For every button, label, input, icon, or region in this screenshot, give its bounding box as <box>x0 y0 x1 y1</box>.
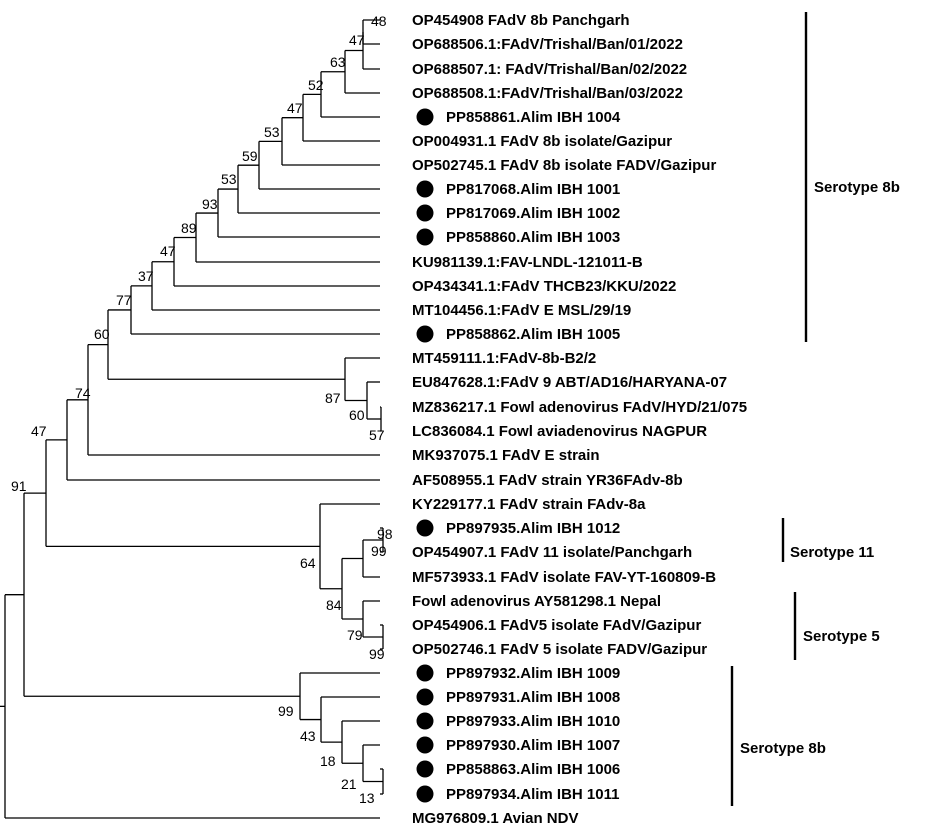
sample-markers <box>416 108 434 803</box>
bootstrap-value: 98 <box>377 526 393 542</box>
leaf-label: OP454908 FAdV 8b Panchgarh <box>412 12 630 29</box>
sample-dot-icon <box>416 688 434 706</box>
leaf-label: OP004931.1 FAdV 8b isolate/Gazipur <box>412 133 672 150</box>
leaf-label: MT459111.1:FAdV-8b-B2/2 <box>412 350 596 367</box>
bootstrap-value: 74 <box>75 385 91 401</box>
leaf-label: PP858860.Alim IBH 1003 <box>446 229 620 246</box>
leaf-label: MT104456.1:FAdV E MSL/29/19 <box>412 302 631 319</box>
leaf-label: OP688506.1:FAdV/Trishal/Ban/01/2022 <box>412 36 683 53</box>
bootstrap-value: 93 <box>202 196 218 212</box>
bootstrap-value: 21 <box>341 776 357 792</box>
clade-brackets: Serotype 8b Serotype 11 Serotype 5 Serotype… <box>730 12 900 806</box>
sample-dot-icon <box>416 712 434 730</box>
bootstrap-value: 99 <box>278 703 294 719</box>
leaf-label: OP502746.1 FAdV 5 isolate FADV/Gazipur <box>412 641 707 658</box>
leaf-label: OP454906.1 FAdV5 isolate FAdV/Gazipur <box>412 617 701 634</box>
sample-dot-icon <box>416 108 434 126</box>
bootstrap-value: 18 <box>320 753 336 769</box>
sample-dot-icon <box>416 760 434 778</box>
leaf-label: PP817069.Alim IBH 1002 <box>446 205 620 222</box>
bootstrap-value: 47 <box>349 32 365 48</box>
bootstrap-values: 4847635247535953938947377760876057744791… <box>11 13 393 806</box>
bootstrap-value: 99 <box>369 646 385 662</box>
bootstrap-value: 89 <box>181 220 197 236</box>
leaf-label: PP897933.Alim IBH 1010 <box>446 713 620 730</box>
leaf-label: OP688508.1:FAdV/Trishal/Ban/03/2022 <box>412 85 683 102</box>
leaf-label: MF573933.1 FAdV isolate FAV-YT-160809-B <box>412 569 716 586</box>
bootstrap-value: 79 <box>347 627 363 643</box>
bootstrap-value: 13 <box>359 790 375 806</box>
leaf-label: MK937075.1 FAdV E strain <box>412 447 600 464</box>
leaf-label: KU981139.1:FAV-LNDL-121011-B <box>412 254 643 271</box>
tree-branches <box>0 19 384 819</box>
leaf-label: PP897932.Alim IBH 1009 <box>446 665 620 682</box>
bootstrap-value: 37 <box>138 268 154 284</box>
leaf-label: MZ836217.1 Fowl adenovirus FAdV/HYD/21/0… <box>412 399 747 416</box>
sample-dot-icon <box>416 519 434 537</box>
sample-dot-icon <box>416 180 434 198</box>
leaf-label: PP858861.Alim IBH 1004 <box>446 109 621 126</box>
bootstrap-value: 53 <box>221 171 237 187</box>
sample-dot-icon <box>416 325 434 343</box>
leaf-label: LC836084.1 Fowl aviadenovirus NAGPUR <box>412 423 707 440</box>
bootstrap-value: 87 <box>325 390 341 406</box>
bootstrap-value: 48 <box>371 13 387 29</box>
leaf-label: OP502745.1 FAdV 8b isolate FADV/Gazipur <box>412 157 716 174</box>
bootstrap-value: 47 <box>160 243 176 259</box>
leaf-label: PP897931.Alim IBH 1008 <box>446 689 620 706</box>
sample-dot-icon <box>416 228 434 246</box>
bootstrap-value: 52 <box>308 77 324 93</box>
leaf-label: PP858863.Alim IBH 1006 <box>446 761 620 778</box>
bootstrap-value: 59 <box>242 148 258 164</box>
leaf-label: OP434341.1:FAdV THCB23/KKU/2022 <box>412 278 676 295</box>
bootstrap-value: 47 <box>287 100 303 116</box>
leaf-label: EU847628.1:FAdV 9 ABT/AD16/HARYANA-07 <box>412 374 727 391</box>
leaf-label: PP858862.Alim IBH 1005 <box>446 326 620 343</box>
bootstrap-value: 47 <box>31 423 47 439</box>
bootstrap-value: 53 <box>264 124 280 140</box>
bootstrap-value: 63 <box>330 54 346 70</box>
sample-dot-icon <box>416 785 434 803</box>
leaf-label: AF508955.1 FAdV strain YR36FAdv-8b <box>412 472 683 489</box>
bootstrap-value: 43 <box>300 728 316 744</box>
sample-dot-icon <box>416 664 434 682</box>
leaf-label: KY229177.1 FAdV strain FAdv-8a <box>412 496 646 513</box>
sample-dot-icon <box>416 736 434 754</box>
leaf-label: Fowl adenovirus AY581298.1 Nepal <box>412 593 661 610</box>
bootstrap-value: 60 <box>349 407 365 423</box>
clade-label: Serotype 11 <box>790 544 874 561</box>
leaf-label: PP817068.Alim IBH 1001 <box>446 181 620 198</box>
leaf-labels: OP454908 FAdV 8b PanchgarhOP688506.1:FAd… <box>412 12 747 827</box>
bootstrap-value: 77 <box>116 292 132 308</box>
bootstrap-value: 64 <box>300 555 316 571</box>
bootstrap-value: 57 <box>369 427 385 443</box>
bootstrap-value: 60 <box>94 326 110 342</box>
leaf-label: MG976809.1 Avian NDV <box>412 810 578 827</box>
leaf-label: PP897930.Alim IBH 1007 <box>446 737 620 754</box>
clade-label: Serotype 5 <box>803 628 880 645</box>
bootstrap-value: 84 <box>326 597 342 613</box>
bootstrap-value: 91 <box>11 478 27 494</box>
leaf-label: OP454907.1 FAdV 11 isolate/Panchgarh <box>412 544 692 561</box>
bootstrap-value: 99 <box>371 543 387 559</box>
clade-label: Serotype 8b <box>814 179 900 196</box>
leaf-label: OP688507.1: FAdV/Trishal/Ban/02/2022 <box>412 61 687 78</box>
sample-dot-icon <box>416 204 434 222</box>
leaf-label: PP897934.Alim IBH 1011 <box>446 786 619 803</box>
leaf-label: PP897935.Alim IBH 1012 <box>446 520 620 537</box>
clade-label: Serotype 8b <box>740 740 826 757</box>
